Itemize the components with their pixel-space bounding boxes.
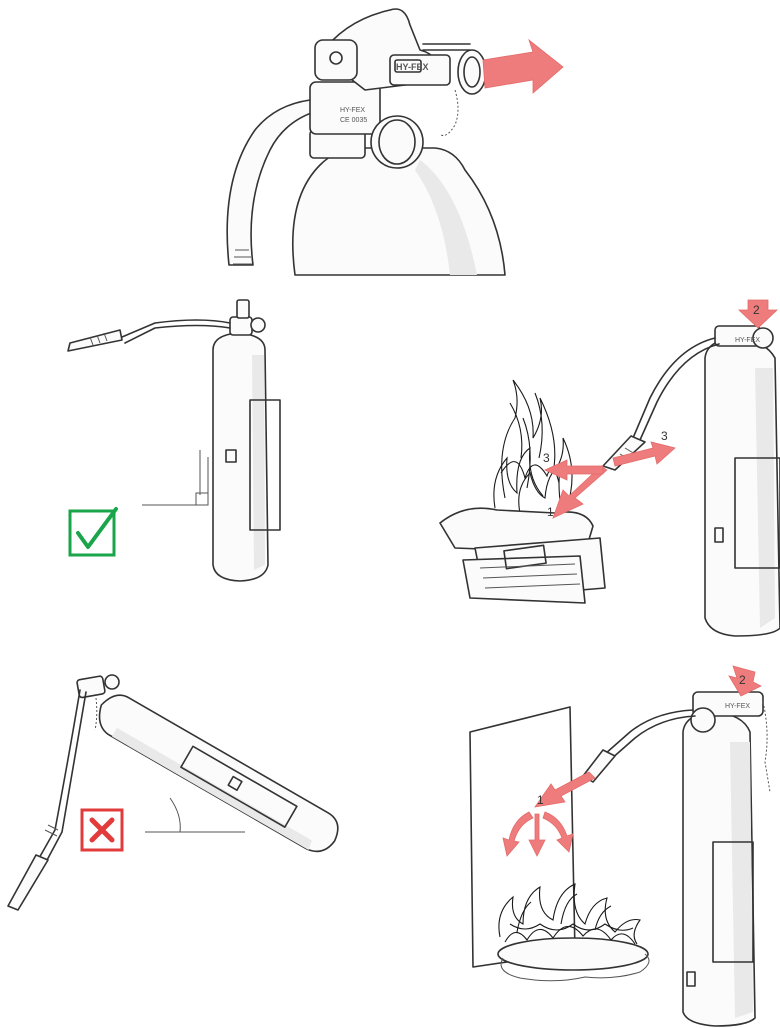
liquid-fire-flames — [499, 884, 640, 944]
step-3-label-a: 3 — [543, 451, 550, 465]
aim-debris-illustration: HY-FEX 2 1 3 3 — [435, 298, 780, 638]
step-2-label: 2 — [753, 303, 760, 317]
panel-hold-tilted — [0, 670, 380, 920]
panel-pull-pin: HY-FEX CE 0035 HY-FEX — [215, 0, 575, 275]
deflect-arrow-icon-left — [503, 812, 533, 856]
cross-mark-icon — [80, 808, 130, 858]
panel-aim-liquid-fire: HY-FEX 2 1 — [465, 662, 780, 1028]
aim-arrow-icon-5 — [535, 772, 595, 807]
step-3-label-b: 3 — [661, 429, 668, 443]
handle-brand-label-3: HY-FEX — [725, 703, 750, 710]
handle-brand-label-2: HY-FEX — [735, 337, 760, 344]
pull-pin-illustration: HY-FEX CE 0035 HY-FEX — [215, 0, 575, 275]
handle-brand-label: HY-FEX — [396, 62, 429, 72]
aim-liquid-illustration: HY-FEX 2 1 — [465, 662, 780, 1028]
deflect-arrow-icon-middle — [529, 814, 545, 856]
check-mark-icon — [68, 505, 118, 555]
valve-brand-sub-label: CE 0035 — [340, 117, 367, 124]
pull-arrow-icon — [483, 40, 563, 93]
panel-hold-upright — [60, 295, 300, 585]
panel-aim-base-debris: HY-FEX 2 1 3 3 — [435, 298, 780, 638]
valve-brand-label: HY-FEX — [340, 107, 365, 114]
deflect-arrow-icon-right — [543, 812, 573, 852]
step-1-label-a: 1 — [547, 505, 554, 519]
step-2-label-b: 2 — [739, 673, 746, 687]
tilted-extinguisher-illustration — [0, 670, 380, 920]
step-1-label-b: 1 — [537, 793, 544, 807]
